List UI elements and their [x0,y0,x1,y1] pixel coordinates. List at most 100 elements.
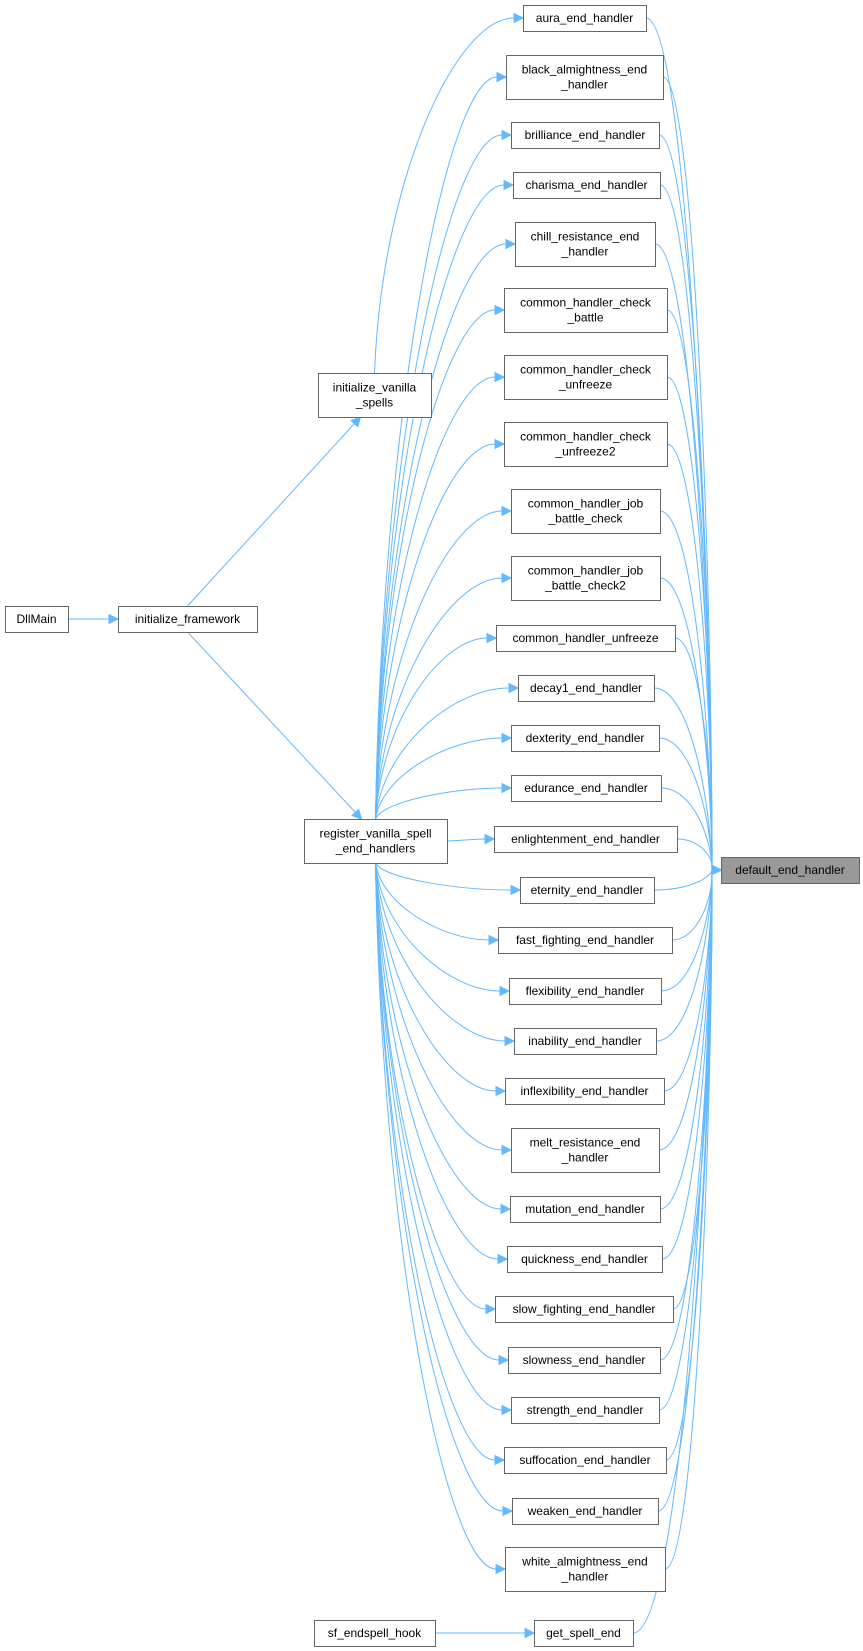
node-box[interactable] [304,819,448,864]
node-box[interactable] [513,172,661,199]
node-box[interactable] [515,222,656,267]
node-box[interactable] [506,55,664,100]
arrowhead-icon [500,1203,512,1215]
node-default-end-handler[interactable]: default_end_handler [721,857,860,884]
node-label: initialize_vanilla [333,381,417,395]
node-label: get_spell_end [546,1626,621,1640]
node-label: common_handler_job [528,497,644,511]
node-box[interactable] [721,857,860,884]
node-box[interactable] [314,1620,436,1647]
node-box[interactable] [5,606,69,633]
node-chill-resistance-end-handler[interactable]: chill_resistance_end_handler [515,222,656,267]
node-box[interactable] [508,1347,661,1374]
edge-eternity_end_handler-to-default_end_handler [653,869,713,891]
node-melt-resistance-end-handler[interactable]: melt_resistance_end_handler [511,1128,660,1173]
node-box[interactable] [504,422,668,467]
node-box[interactable] [318,373,432,418]
node-box[interactable] [494,826,678,853]
node-common-handler-check-unfreeze2[interactable]: common_handler_check_unfreeze2 [504,422,668,467]
arrowhead-icon [501,572,513,584]
node-box[interactable] [511,489,661,534]
node-sf-endspell-hook[interactable]: sf_endspell_hook [314,1620,436,1647]
node-box[interactable] [511,122,660,149]
edge-black_almightness_end_handler-to-default_end_handler [662,76,713,871]
node-box[interactable] [504,288,668,333]
arrowhead-icon [486,632,498,644]
node-box[interactable] [504,355,668,400]
node-box[interactable] [511,1128,660,1173]
node-decay1-end-handler[interactable]: decay1_end_handler [518,675,655,702]
node-box[interactable] [520,877,655,904]
node-quickness-end-handler[interactable]: quickness_end_handler [507,1246,663,1273]
edge-weaken_end_handler-to-default_end_handler [657,869,713,1512]
node-box[interactable] [504,1447,667,1474]
edge-register_vanilla_spell_end_handlers-to-common_handler_job_battle_check [375,510,503,820]
node-box[interactable] [512,1498,659,1525]
node-box[interactable] [534,1620,634,1647]
node-common-handler-check-unfreeze[interactable]: common_handler_check_unfreeze [504,355,668,400]
node-box[interactable] [511,775,662,802]
node-common-handler-job-battle-check2[interactable]: common_handler_job_battle_check2 [511,556,661,601]
node-weaken-end-handler[interactable]: weaken_end_handler [512,1498,659,1525]
node-register-vanilla-spell-end-handlers[interactable]: register_vanilla_spell_end_handlers [304,819,448,864]
node-label: eternity_end_handler [531,883,644,897]
node-aura-end-handler[interactable]: aura_end_handler [523,5,647,32]
node-inflexibility-end-handler[interactable]: inflexibility_end_handler [505,1078,665,1105]
node-box[interactable] [509,978,662,1005]
node-common-handler-job-battle-check[interactable]: common_handler_job_battle_check [511,489,661,534]
node-box[interactable] [505,1547,666,1592]
node-label: _unfreeze2 [554,445,615,459]
edge-enlightenment_end_handler-to-default_end_handler [676,838,713,871]
node-label: charisma_end_handler [525,178,647,192]
node-slow-fighting-end-handler[interactable]: slow_fighting_end_handler [495,1296,674,1323]
node-box[interactable] [505,1078,665,1105]
arrowhead-icon [495,1085,507,1097]
node-box[interactable] [511,556,661,601]
node-suffocation-end-handler[interactable]: suffocation_end_handler [504,1447,667,1474]
node-box[interactable] [507,1246,663,1273]
node-common-handler-unfreeze[interactable]: common_handler_unfreeze [496,625,676,652]
node-enlightenment-end-handler[interactable]: enlightenment_end_handler [494,826,678,853]
arrowhead-icon [504,1035,516,1047]
arrowhead-icon [108,613,120,625]
node-inability-end-handler[interactable]: inability_end_handler [514,1028,657,1055]
edge-register_vanilla_spell_end_handlers-to-common_handler_unfreeze [375,637,488,820]
node-box[interactable] [498,927,673,954]
arrowhead-icon [494,438,506,450]
node-mutation-end-handler[interactable]: mutation_end_handler [510,1196,661,1223]
node-initialize-framework[interactable]: initialize_framework [118,606,258,633]
node-box[interactable] [511,725,660,752]
node-flexibility-end-handler[interactable]: flexibility_end_handler [509,978,662,1005]
node-box[interactable] [518,675,655,702]
node-white-almightness-end-handler[interactable]: white_almightness_end_handler [505,1547,666,1592]
node-label: inability_end_handler [528,1034,641,1048]
arrowhead-icon [484,833,496,845]
node-box[interactable] [523,5,647,32]
edge-register_vanilla_spell_end_handlers-to-inability_end_handler [375,862,506,1042]
node-common-handler-check-battle[interactable]: common_handler_check_battle [504,288,668,333]
node-dexterity-end-handler[interactable]: dexterity_end_handler [511,725,660,752]
node-charisma-end-handler[interactable]: charisma_end_handler [513,172,661,199]
node-box[interactable] [118,606,258,633]
node-brilliance-end-handler[interactable]: brilliance_end_handler [511,122,660,149]
node-label: dexterity_end_handler [526,731,645,745]
node-box[interactable] [496,625,676,652]
edge-register_vanilla_spell_end_handlers-to-inflexibility_end_handler [375,862,497,1092]
node-slowness-end-handler[interactable]: slowness_end_handler [508,1347,661,1374]
node-label: aura_end_handler [536,11,633,25]
node-initialize-vanilla-spells[interactable]: initialize_vanilla_spells [318,373,432,418]
node-fast-fighting-end-handler[interactable]: fast_fighting_end_handler [498,927,673,954]
node-get-spell-end[interactable]: get_spell_end [534,1620,634,1647]
node-dllmain[interactable]: DllMain [5,606,69,633]
node-label: decay1_end_handler [530,681,642,695]
node-box[interactable] [495,1296,674,1323]
node-edurance-end-handler[interactable]: edurance_end_handler [511,775,662,802]
node-box[interactable] [511,1397,660,1424]
node-strength-end-handler[interactable]: strength_end_handler [511,1397,660,1424]
node-box[interactable] [514,1028,657,1055]
node-black-almightness-end-handler[interactable]: black_almightness_end_handler [506,55,664,100]
edge-register_vanilla_spell_end_handlers-to-eternity_end_handler [375,862,512,891]
node-box[interactable] [510,1196,661,1223]
edge-register_vanilla_spell_end_handlers-to-dexterity_end_handler [375,737,503,820]
node-eternity-end-handler[interactable]: eternity_end_handler [520,877,655,904]
